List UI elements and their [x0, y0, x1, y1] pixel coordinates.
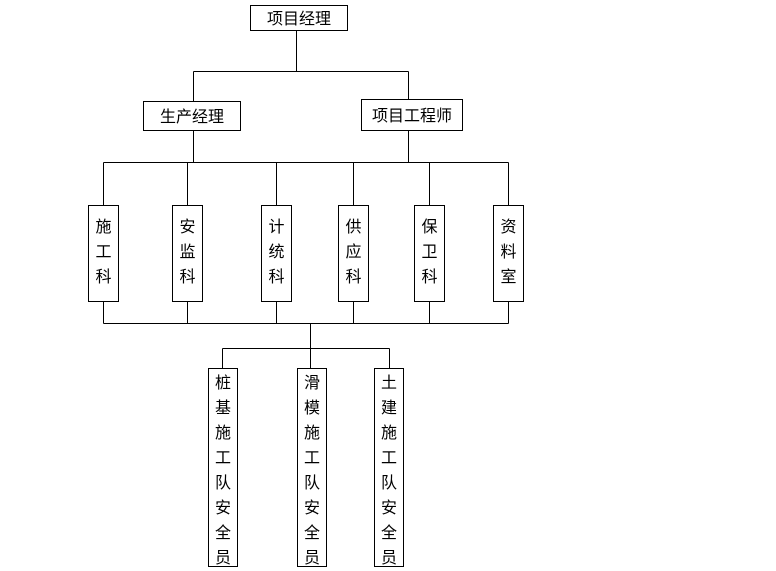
node-label-construction-dept: 施工科	[95, 217, 111, 286]
node-slipform-team: 滑模施工队安全员	[297, 368, 327, 567]
node-label-safety-supervision-dept: 安监科	[179, 217, 195, 286]
node-project-manager: 项目经理	[250, 5, 348, 31]
node-label-civil-works-team: 土建施工队安全员	[381, 373, 397, 567]
node-supply-dept: 供应科	[338, 205, 369, 302]
node-safety-supervision-dept: 安监科	[172, 205, 203, 302]
node-statistics-dept: 计统科	[261, 205, 292, 302]
node-label-records-room: 资料室	[500, 217, 516, 286]
node-records-room: 资料室	[493, 205, 524, 302]
node-security-dept: 保卫科	[414, 205, 445, 302]
node-label-security-dept: 保卫科	[421, 217, 437, 286]
node-construction-dept: 施工科	[88, 205, 119, 302]
node-label-statistics-dept: 计统科	[268, 217, 284, 286]
node-label-pile-foundation-team: 桩基施工队安全员	[215, 373, 231, 567]
node-pile-foundation-team: 桩基施工队安全员	[208, 368, 238, 567]
node-label-project-engineer: 项目工程师	[372, 106, 452, 125]
node-label-supply-dept: 供应科	[345, 217, 361, 286]
connector-lines	[103, 31, 509, 368]
node-civil-works-team: 土建施工队安全员	[374, 368, 404, 567]
node-production-manager: 生产经理	[143, 101, 241, 131]
node-label-slipform-team: 滑模施工队安全员	[304, 373, 320, 567]
node-label-production-manager: 生产经理	[160, 107, 224, 126]
node-label-project-manager: 项目经理	[267, 9, 331, 28]
node-project-engineer: 项目工程师	[361, 99, 463, 131]
